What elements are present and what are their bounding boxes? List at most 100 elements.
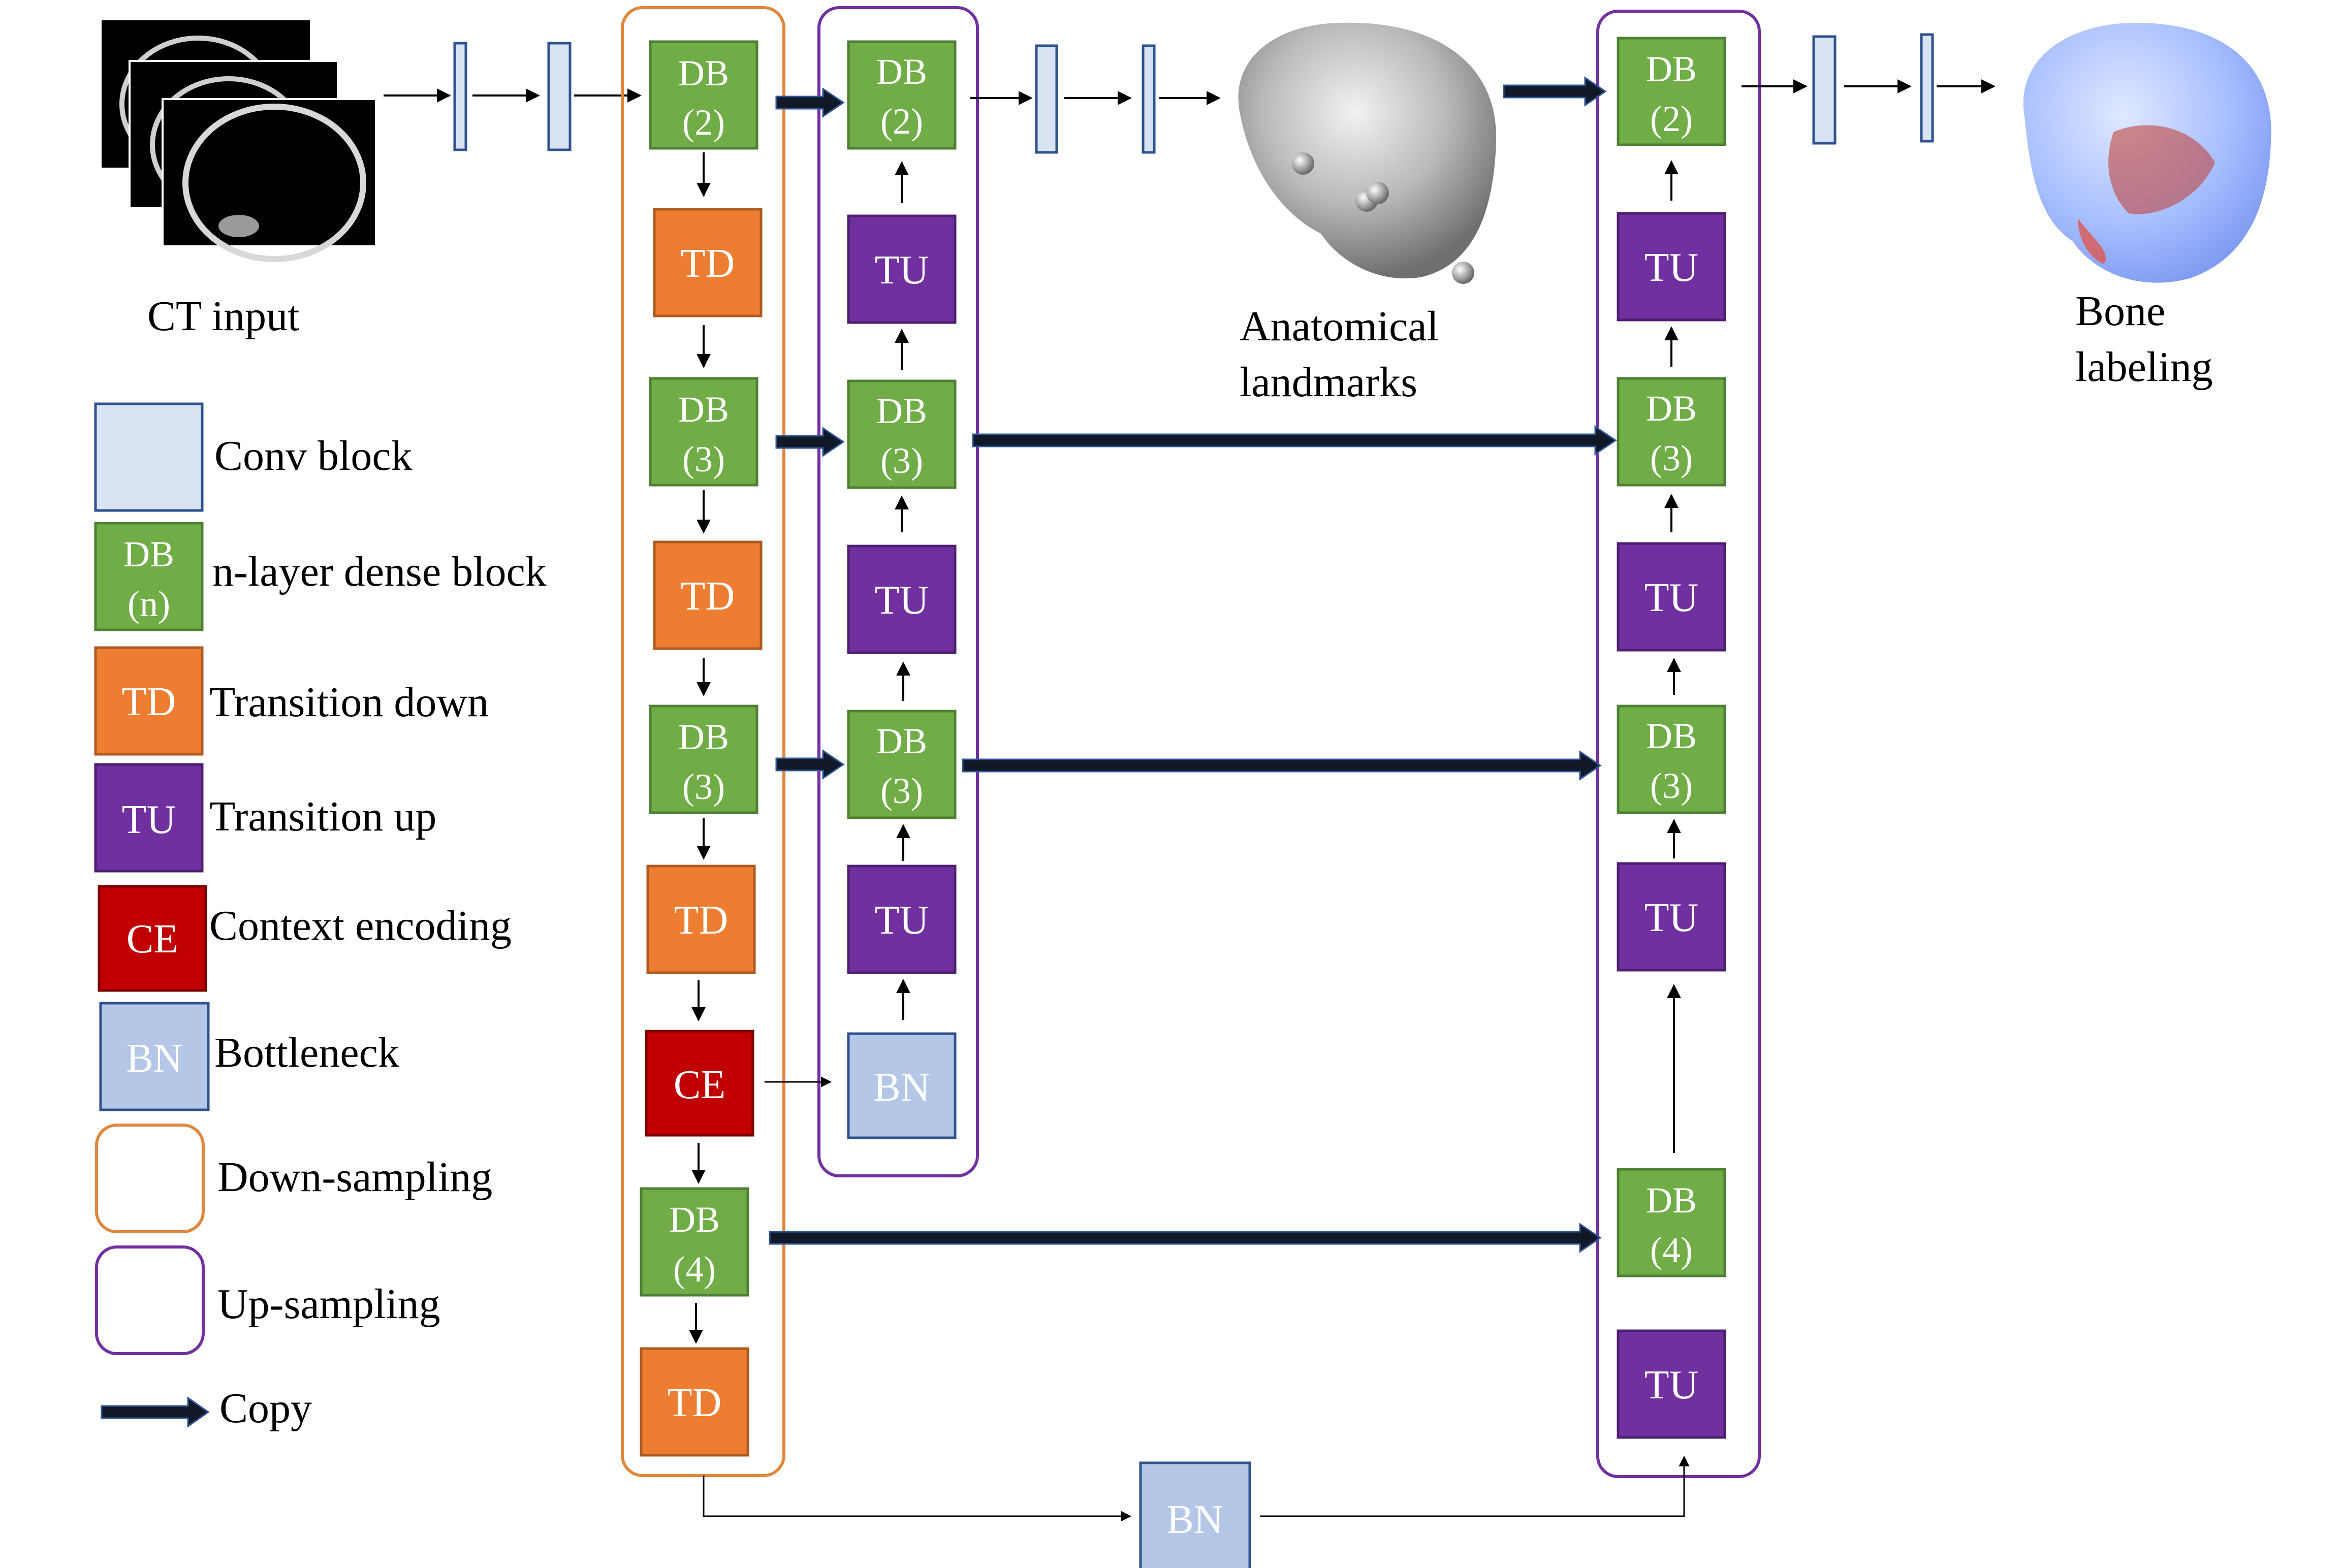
legend-label: Context encoding [209, 902, 512, 949]
copy-arrow [962, 750, 1602, 781]
landmark-sphere [1367, 182, 1389, 204]
down-db-3a: DB (3) [649, 377, 758, 487]
copy-arrow [775, 87, 845, 118]
td-label: TD [668, 1381, 722, 1425]
down-td-1: TD [653, 208, 763, 317]
tu-label: TU [1644, 895, 1699, 940]
db-count: (2) [880, 101, 923, 142]
tu-label: TU [1644, 1363, 1699, 1407]
db-label: DB [678, 53, 729, 93]
up2-tu-1: TU [1617, 212, 1726, 322]
legend-item-down-sampling: Down-sampling [95, 1124, 492, 1233]
ct-input-label: CT input [147, 293, 300, 340]
legend-label: Down-sampling [217, 1154, 492, 1201]
conv-block [1812, 35, 1837, 145]
db-label: DB [1646, 49, 1697, 89]
context-encoding-block: CE [645, 1030, 754, 1137]
legend-label: Bottleneck [214, 1029, 399, 1076]
tu-label: TU [1644, 575, 1699, 620]
landmark-sphere [1452, 262, 1474, 284]
db-label: DB [678, 717, 729, 757]
down-td-2: TD [653, 540, 763, 650]
tu-label: TU [1644, 245, 1699, 290]
conv-block [1035, 44, 1058, 154]
copy-arrow [775, 749, 845, 780]
db-count: (3) [1650, 765, 1693, 806]
up2-db-4: DB (4) [1617, 1168, 1726, 1277]
db-label: DB [876, 391, 927, 431]
db-count: (2) [1650, 99, 1693, 139]
tu-label: TU [875, 898, 929, 943]
db-count: (3) [880, 771, 923, 811]
bottleneck-block: BN [1139, 1461, 1251, 1568]
ct-input-image [102, 20, 377, 262]
db-label: DB [1646, 716, 1697, 756]
db-count: (3) [880, 440, 923, 481]
up1-tu-3: TU [847, 865, 957, 974]
legend-label: Transition down [209, 679, 489, 726]
db-label: DB [1646, 1180, 1697, 1221]
landmark-sphere [1292, 152, 1314, 175]
conv-block [453, 42, 467, 151]
legend-item-td: TD Transition down [94, 646, 489, 756]
db-label: DB [669, 1199, 720, 1240]
up1-db-3b: DB (3) [847, 710, 957, 819]
landmarks-label-line2: landmarks [1240, 359, 1417, 406]
up1-db-3a: DB (3) [847, 379, 957, 489]
db-label: DB [678, 389, 729, 430]
landmarks-label-line1: Anatomical [1240, 303, 1439, 350]
legend-label: Transition up [209, 793, 436, 840]
bone-label-line1: Bone [2075, 287, 2165, 335]
legend-icon-text: TD [122, 680, 176, 724]
up2-db-3a: DB (3) [1617, 377, 1726, 487]
copy-arrow [775, 427, 845, 457]
db-label: DB [876, 51, 927, 92]
connector-line [703, 1476, 1132, 1522]
legend-item-bn: BN Bottleneck [99, 1002, 399, 1111]
legend-label: n-layer dense block [212, 548, 547, 595]
up2-db-2: DB (2) [1617, 37, 1726, 146]
bn-label: BN [873, 1065, 930, 1110]
db-count: (3) [682, 766, 725, 807]
legend-label: Conv block [214, 432, 413, 479]
conv-block [1920, 33, 1934, 143]
db-count: (4) [673, 1249, 716, 1290]
down-td-3: TD [646, 865, 756, 974]
up2-tu-4: TU [1617, 1329, 1726, 1439]
up2-db-3b: DB (3) [1617, 705, 1726, 814]
copy-arrow [769, 1223, 1602, 1253]
td-label: TD [674, 898, 729, 943]
legend-label: Up-sampling [217, 1281, 440, 1328]
legend-icon-text: (n) [128, 584, 170, 624]
db-label: DB [876, 721, 927, 761]
copy-arrow [972, 425, 1617, 456]
legend-item-copy: Copy [101, 1385, 312, 1432]
up2-tu-2: TU [1617, 542, 1726, 652]
legend-item-up-sampling: Up-sampling [95, 1245, 440, 1355]
db-count: (2) [682, 102, 725, 143]
up1-db-2: DB (2) [847, 40, 957, 150]
ce-label: CE [674, 1063, 725, 1107]
copy-arrow [1503, 76, 1607, 107]
db-label: DB [1646, 388, 1697, 429]
up1-tu-1: TU [847, 214, 957, 324]
td-label: TD [681, 574, 735, 619]
bn-label: BN [1166, 1497, 1223, 1542]
legend-icon-text: TU [122, 797, 176, 842]
legend-icon-text: DB [123, 534, 174, 574]
bone-labeling-image [2023, 22, 2271, 283]
legend-icon-text: BN [126, 1036, 182, 1081]
legend-item-ce: CE Context encoding [98, 885, 512, 992]
legend-item-tu: TU Transition up [94, 763, 436, 873]
up2-tu-3: TU [1617, 862, 1726, 972]
tu-label: TU [875, 578, 929, 623]
legend-icon-text: CE [126, 917, 178, 962]
down-db-4: DB (4) [640, 1187, 749, 1297]
up1-bottleneck-block: BN [847, 1032, 957, 1139]
tu-label: TU [875, 248, 929, 293]
down-db-2: DB (2) [649, 40, 758, 150]
up1-tu-2: TU [847, 545, 957, 654]
down-td-4: TD [640, 1347, 749, 1457]
td-label: TD [681, 241, 735, 286]
